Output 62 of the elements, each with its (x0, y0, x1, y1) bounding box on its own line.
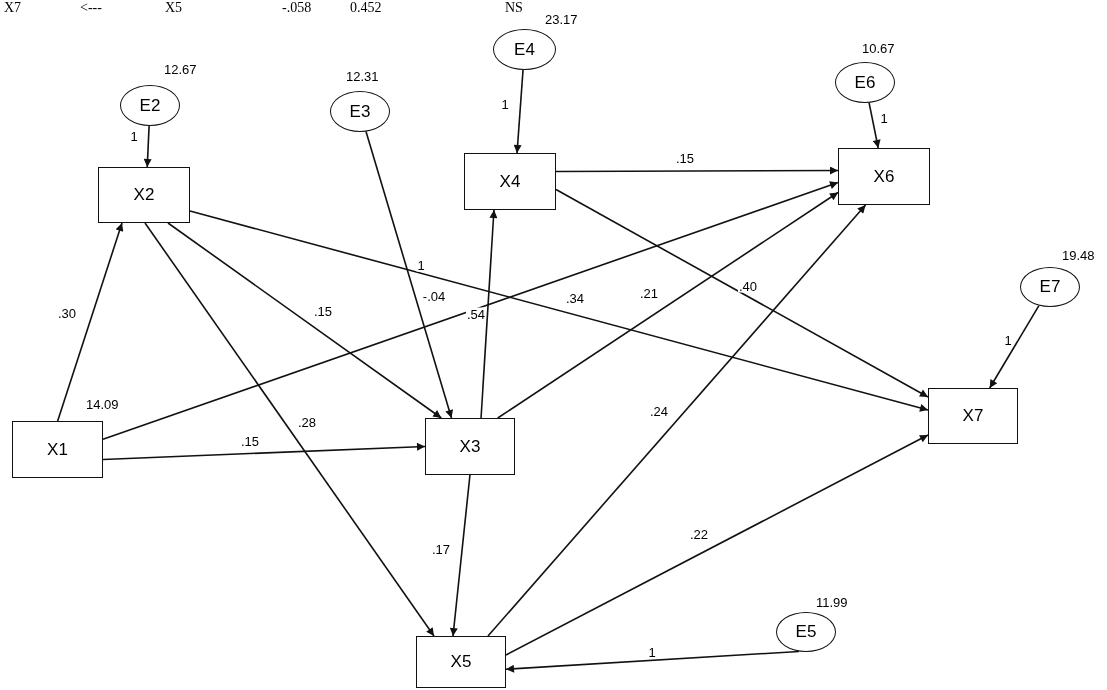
edge-label: .15 (312, 304, 334, 318)
edge-label: .40 (737, 279, 759, 293)
edge-label: 1 (879, 111, 889, 125)
variable-box: X7 (928, 388, 1018, 444)
arrow (868, 102, 881, 149)
edge-label: 1 (500, 97, 510, 111)
arrow (189, 210, 929, 412)
table-text: X7 (4, 0, 22, 16)
edge-label: 1 (1003, 333, 1013, 347)
edge-label: .54 (465, 307, 487, 321)
variance-label: 23.17 (545, 13, 578, 26)
arrow (505, 434, 929, 656)
arrow (480, 209, 498, 419)
edge-label: .15 (674, 151, 696, 165)
arrow (449, 474, 471, 637)
table-text: <--- (80, 0, 102, 16)
arrow (102, 181, 839, 441)
error-ellipse: E6 (835, 62, 895, 103)
arrow (56, 222, 124, 422)
arrow (102, 442, 426, 461)
edge-label: 1 (416, 258, 426, 272)
error-ellipse: E5 (776, 612, 836, 652)
error-ellipse: E2 (120, 85, 180, 126)
edge-label: 1 (647, 645, 657, 659)
arrow (144, 222, 435, 637)
error-ellipse: E3 (330, 91, 390, 132)
edge-label: 1 (129, 129, 139, 143)
edge-label: .34 (564, 291, 586, 305)
edge-label: .28 (296, 415, 318, 429)
edge-label: .30 (56, 306, 78, 320)
variance-label: 19.48 (1062, 249, 1095, 262)
arrow (143, 125, 152, 168)
edge-label: .22 (688, 527, 710, 541)
variance-label: 12.31 (346, 70, 379, 83)
variance-label: 11.99 (816, 596, 848, 609)
variable-box: X4 (464, 153, 556, 210)
arrow (513, 69, 524, 154)
arrow (555, 188, 929, 398)
table-text: -.058 (282, 0, 312, 16)
variable-box: X1 (12, 421, 103, 478)
variable-box: X5 (416, 636, 506, 688)
edge-label: .24 (648, 404, 670, 418)
arrow (496, 191, 839, 419)
error-ellipse: E7 (1020, 267, 1080, 307)
table-text: NS (505, 0, 523, 16)
arrow (487, 204, 867, 637)
table-text: 0.452 (350, 0, 382, 16)
edge-label: -.04 (421, 289, 447, 303)
arrow (555, 166, 839, 175)
variance-label: 14.09 (86, 398, 119, 411)
variable-box: X6 (838, 148, 930, 205)
variance-label: 12.67 (164, 63, 197, 76)
arrow (167, 222, 443, 419)
edge-label: .15 (239, 434, 261, 448)
error-ellipse: E4 (493, 29, 556, 70)
arrow (365, 130, 454, 419)
table-text: X5 (165, 0, 183, 16)
edge-label: .17 (430, 542, 452, 556)
variable-box: X2 (98, 167, 190, 223)
variable-box: X3 (425, 418, 515, 475)
variance-label: 10.67 (862, 42, 895, 55)
edge-label: .21 (638, 286, 660, 300)
